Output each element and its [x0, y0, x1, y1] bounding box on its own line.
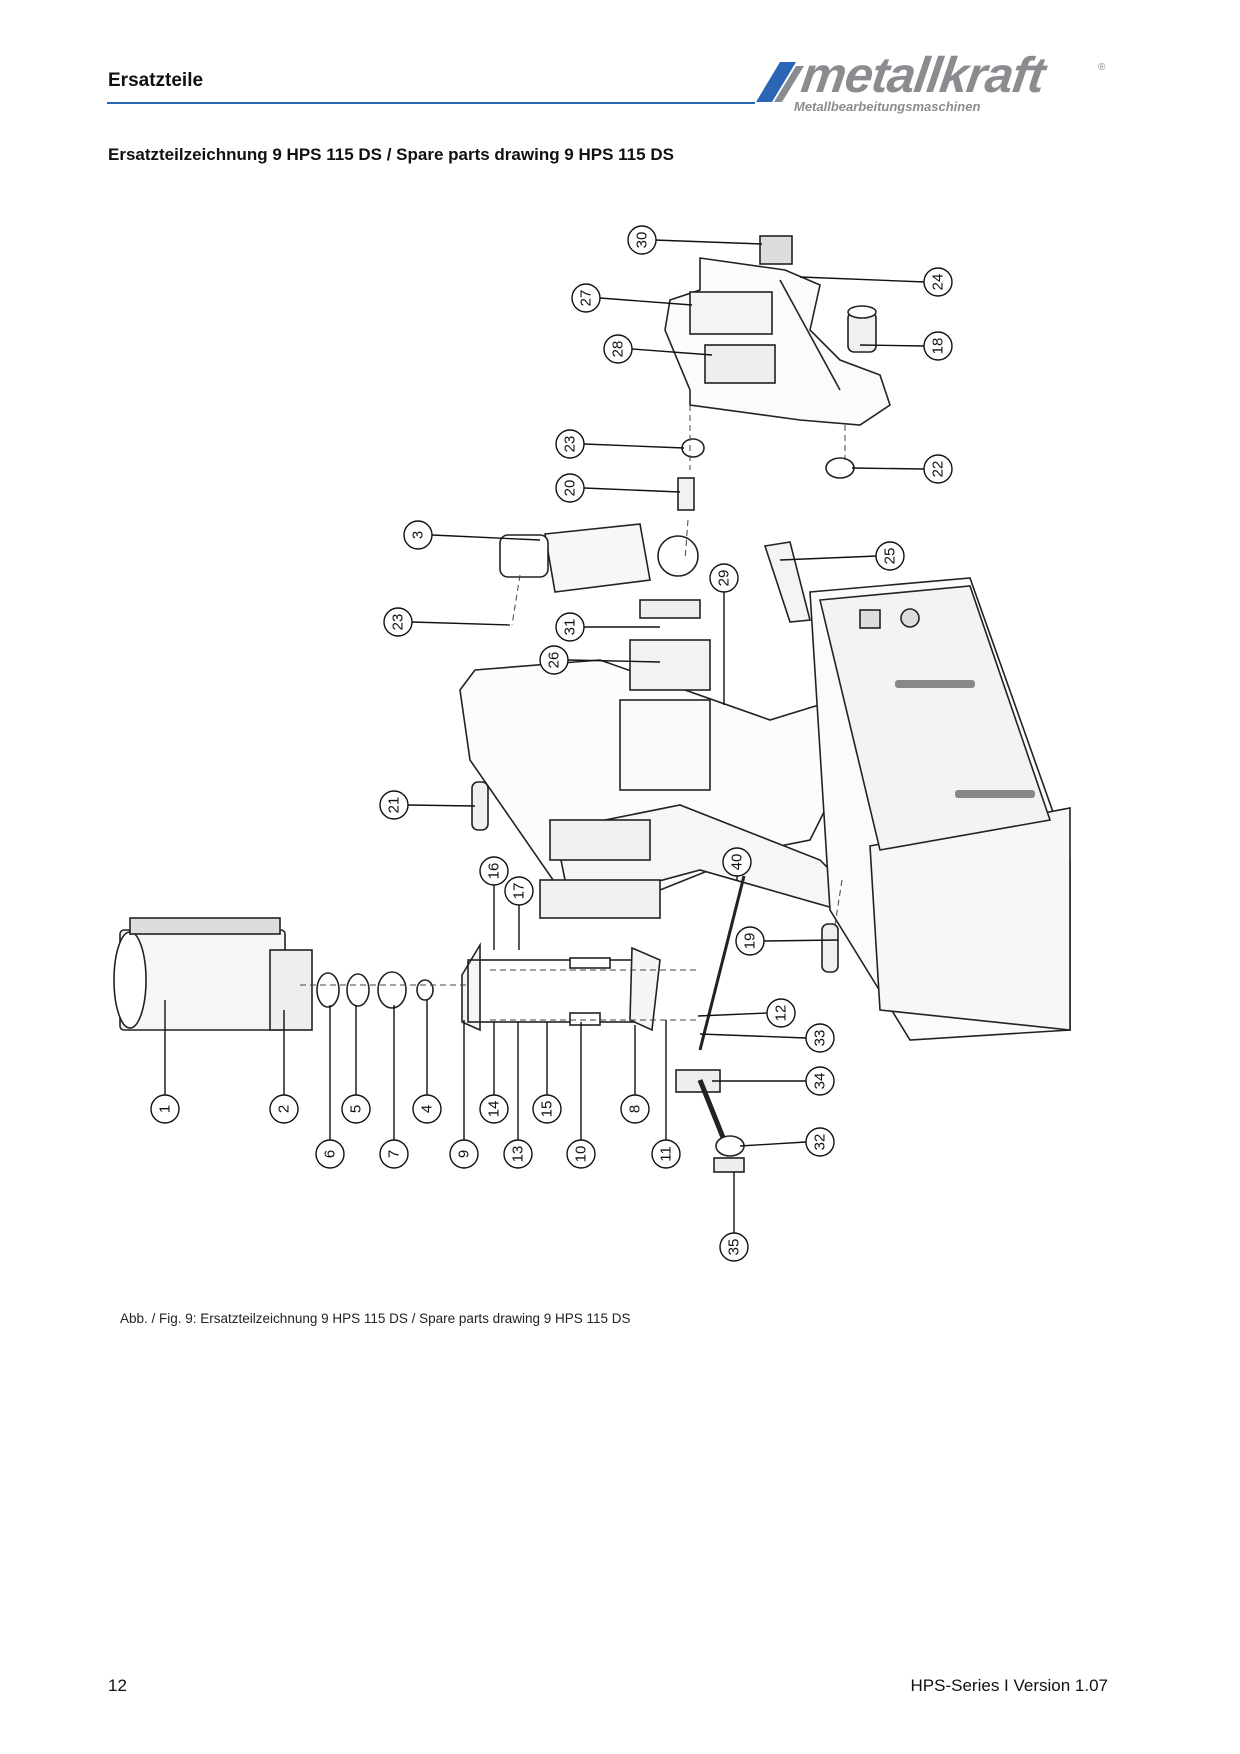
version-label: HPS-Series I Version 1.07 [910, 1676, 1108, 1695]
header-rule [107, 102, 755, 104]
callout-11: 11 [658, 1146, 675, 1162]
callout-34: 34 [812, 1073, 829, 1090]
callout-30: 30 [634, 232, 651, 249]
callout-24: 24 [930, 274, 947, 291]
callout-19: 19 [742, 933, 759, 950]
callout-29: 29 [716, 570, 733, 587]
callout-23-top: 23 [562, 436, 579, 453]
figure-caption: Abb. / Fig. 9: Ersatzteilzeichnung 9 HPS… [120, 1311, 631, 1326]
callout-40: 40 [729, 854, 746, 871]
metallkraft-logo: metallkraft ® Metallbearbeitungsmaschine… [752, 47, 1112, 118]
callout-7: 7 [386, 1150, 403, 1158]
callout-21: 21 [386, 797, 403, 814]
callout-13: 13 [510, 1146, 527, 1163]
callout-3: 3 [410, 531, 427, 539]
callout-23-bottom: 23 [390, 614, 407, 631]
callout-1: 1 [157, 1105, 174, 1113]
callout-14: 14 [486, 1101, 503, 1118]
callout-10: 10 [573, 1146, 590, 1163]
callout-33: 33 [812, 1030, 829, 1047]
logo-slash-icon [756, 62, 804, 102]
section-title: Ersatzteile [108, 70, 204, 91]
logo-registered: ® [1098, 62, 1106, 73]
callout-9: 9 [456, 1150, 473, 1158]
callout-22: 22 [930, 461, 947, 478]
callout-15: 15 [539, 1101, 556, 1118]
callout-4: 4 [419, 1105, 436, 1113]
callout-12: 12 [773, 1005, 790, 1022]
callout-28: 28 [610, 341, 627, 358]
callout-27: 27 [578, 290, 595, 307]
callout-2: 2 [276, 1105, 293, 1113]
callout-6: 6 [322, 1150, 339, 1158]
callout-20: 20 [562, 480, 579, 497]
callout-31: 31 [562, 619, 579, 636]
callout-32: 32 [812, 1134, 829, 1151]
callout-8: 8 [627, 1105, 644, 1113]
callout-16: 16 [486, 863, 503, 880]
callout-35: 35 [726, 1239, 743, 1256]
callout-5: 5 [348, 1105, 365, 1113]
callout-17: 17 [511, 883, 528, 900]
callout-26: 26 [546, 652, 563, 669]
callout-18: 18 [930, 338, 947, 355]
document-title: Ersatzteilzeichnung 9 HPS 115 DS / Spare… [108, 145, 674, 164]
logo-tagline: Metallbearbeitungsmaschinen [794, 99, 981, 114]
page-number: 12 [108, 1676, 127, 1695]
callout-25: 25 [882, 548, 899, 565]
